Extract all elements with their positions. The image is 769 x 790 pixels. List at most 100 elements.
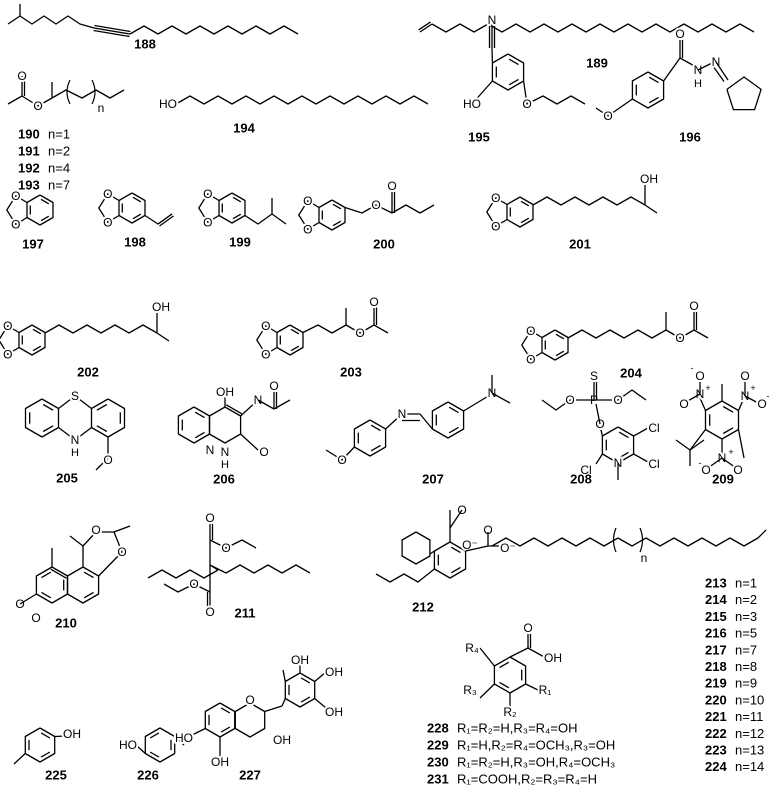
atom-label: Cl xyxy=(648,421,659,435)
compound-225-structure: OH xyxy=(13,725,83,765)
bond xyxy=(19,593,37,605)
atom-label: OH xyxy=(273,733,291,747)
atom-label: O xyxy=(369,295,378,309)
compound-number: 209 xyxy=(712,472,734,487)
atom-label: - xyxy=(699,458,702,468)
compound-number: 231 xyxy=(427,772,449,787)
bond xyxy=(175,95,429,105)
bond xyxy=(42,425,54,433)
series-n-value: n=1 xyxy=(735,576,757,591)
compound-number: 221 xyxy=(705,709,727,724)
atom-label: O xyxy=(259,445,268,459)
bond xyxy=(520,217,530,224)
series-n-value: n=2 xyxy=(48,144,70,159)
series-n-value: n=10 xyxy=(735,692,764,707)
atom-label: - xyxy=(767,391,769,401)
bond xyxy=(479,683,495,699)
bond xyxy=(6,195,28,225)
bond xyxy=(13,753,26,765)
bond xyxy=(648,76,659,84)
atom-label: O xyxy=(526,324,535,338)
atom-label: O xyxy=(355,326,364,340)
bond xyxy=(314,671,327,682)
bond xyxy=(448,426,459,434)
compound-198-structure: OO xyxy=(98,185,174,231)
bond xyxy=(7,95,23,105)
bond xyxy=(147,569,219,579)
series-n-value: n=4 xyxy=(48,161,70,176)
bond xyxy=(290,345,300,352)
bond xyxy=(290,328,300,335)
bond xyxy=(234,702,266,738)
compound-212-structure: OO⁻OO⁻ xyxy=(375,501,518,583)
bond xyxy=(82,531,123,577)
bond xyxy=(24,727,56,763)
bracket xyxy=(612,527,617,553)
series-n-value: n=3 xyxy=(735,609,757,624)
compound-number: 227 xyxy=(239,768,261,783)
atom-label: O xyxy=(91,523,100,537)
bond xyxy=(149,732,160,739)
bond xyxy=(471,80,493,105)
atom-label: O xyxy=(221,541,230,555)
atom-label: R₄ xyxy=(465,641,479,655)
bond xyxy=(240,433,259,451)
bond xyxy=(520,200,530,207)
atom-label: O xyxy=(337,453,346,467)
bond xyxy=(32,328,42,335)
bond xyxy=(491,53,525,91)
atom-label: N xyxy=(221,445,230,459)
bond xyxy=(479,647,495,667)
bond xyxy=(419,23,433,33)
bond xyxy=(595,453,603,465)
atom-label: O xyxy=(103,215,112,229)
compound-number: 219 xyxy=(705,676,727,691)
bond xyxy=(332,203,342,210)
bond xyxy=(722,427,734,435)
bond xyxy=(194,411,205,419)
bond xyxy=(525,683,539,691)
bond xyxy=(209,539,257,549)
bond xyxy=(94,24,131,33)
bond xyxy=(491,392,511,404)
atom-label: + xyxy=(728,447,733,457)
bond xyxy=(617,529,767,547)
compound-number: 217 xyxy=(705,642,727,657)
compound-number: 205 xyxy=(56,471,78,486)
bond xyxy=(156,332,170,342)
bond xyxy=(325,446,355,461)
bond xyxy=(159,215,174,227)
atom-label: N xyxy=(206,443,215,457)
atom-label: O xyxy=(733,463,742,477)
atom-label: O xyxy=(3,347,12,361)
compound-number: 190 xyxy=(18,127,40,142)
bond xyxy=(194,431,205,439)
compound-number: 200 xyxy=(373,237,395,252)
atom-label: O xyxy=(757,397,766,411)
atom-label: OH xyxy=(291,653,309,667)
series-n-value: n=14 xyxy=(735,759,764,774)
bond xyxy=(208,406,242,444)
atom-label: Cl xyxy=(580,463,591,477)
bond xyxy=(648,96,659,104)
atom-label: H xyxy=(71,447,79,459)
atom-label: O xyxy=(675,27,684,41)
atom-label: O xyxy=(526,352,535,366)
bond xyxy=(232,196,242,203)
bond xyxy=(93,27,131,35)
bond xyxy=(555,350,565,357)
bond xyxy=(499,661,510,669)
atom-label: O xyxy=(679,397,688,411)
bond xyxy=(177,406,211,444)
atom-label: O xyxy=(203,215,212,229)
bond xyxy=(737,429,745,459)
atom-label: - xyxy=(691,363,694,373)
bond xyxy=(618,431,629,439)
bond xyxy=(209,564,311,574)
atom-label: O xyxy=(103,187,112,201)
